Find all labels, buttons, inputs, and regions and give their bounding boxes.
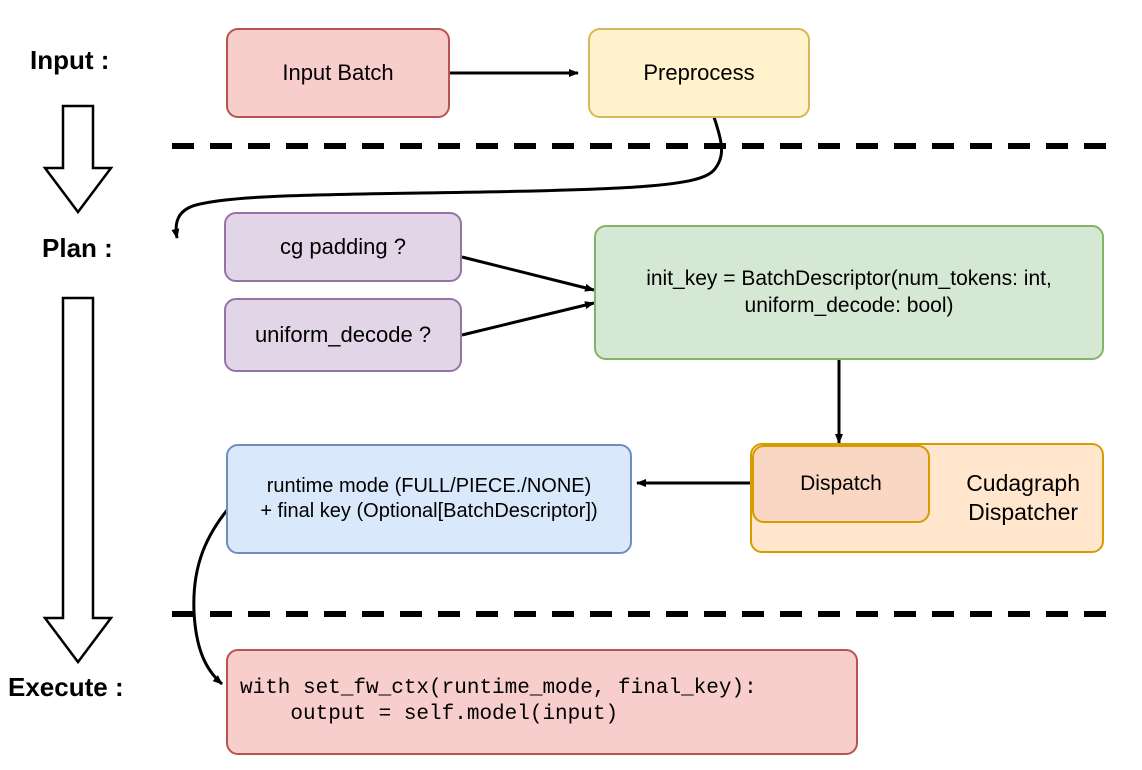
node-runtime-mode-line1: runtime mode (FULL/PIECE./NONE) [266,475,592,497]
node-runtime-mode[interactable]: runtime mode (FULL/PIECE./NONE) + final … [226,444,632,554]
stage-label-plan: Plan : [42,233,113,263]
node-init-key-line2: uniform_decode: bool) [744,293,954,317]
node-preprocess[interactable]: Preprocess [588,28,810,118]
input-to-plan-block-arrow [42,104,114,215]
stage-label-execute: Execute : [8,672,124,702]
node-init-key-line1: init_key = BatchDescriptor(num_tokens: i… [646,267,1052,291]
node-dispatch[interactable]: Dispatch [752,445,930,523]
edge-preprocess-to-cg-padding [171,116,723,239]
node-uniform-decode[interactable]: uniform_decode ? [224,298,462,372]
edge-uniform-decode-to-init-key [461,301,595,337]
node-init-key[interactable]: init_key = BatchDescriptor(num_tokens: i… [594,225,1104,360]
plan-to-execute-block-arrow [42,296,114,665]
node-execute-code[interactable]: with set_fw_ctx(runtime_mode, final_key)… [226,649,858,755]
edge-cg-padding-to-init-key [461,255,595,292]
node-input-batch[interactable]: Input Batch [226,28,450,118]
stage-label-input: Input : [30,45,110,75]
node-execute-code-line2: output = self.model(input) [240,703,619,726]
node-runtime-mode-line2: + final key (Optional[BatchDescriptor]) [260,500,598,522]
node-cg-padding[interactable]: cg padding ? [224,212,462,282]
node-execute-code-line1: with set_fw_ctx(runtime_mode, final_key)… [240,676,757,700]
node-cudagraph-dispatcher-label: Cudagraph Dispatcher [966,470,1080,525]
edge-runtime-mode-to-execute-code [192,502,235,686]
